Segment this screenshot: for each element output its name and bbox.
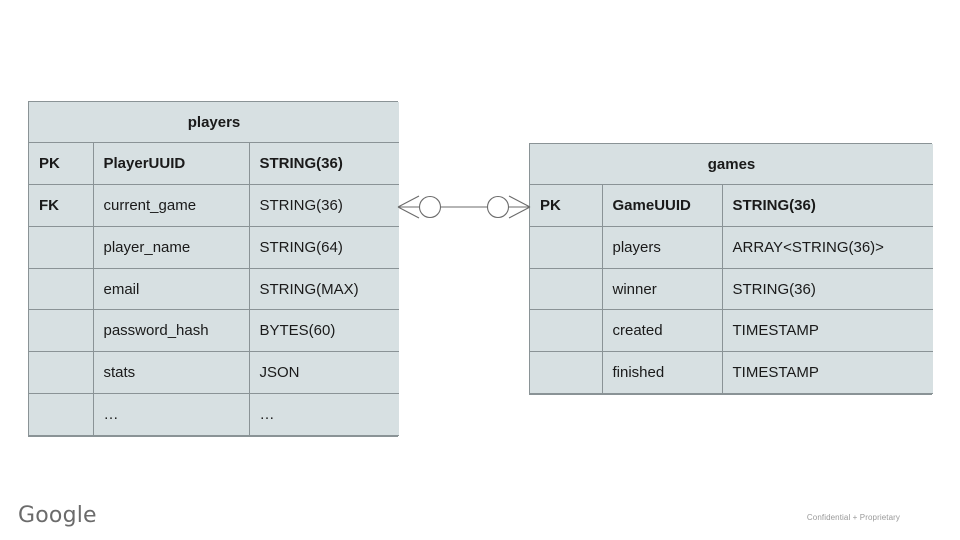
- row-key-3: [29, 267, 94, 311]
- row-type-6: …: [248, 393, 400, 436]
- row-field-1: current_game: [92, 183, 250, 227]
- cardinality-zero-circle-right: [486, 195, 510, 219]
- table-row[interactable]: email STRING(MAX): [29, 267, 400, 311]
- table-row[interactable]: players ARRAY<STRING(36)>: [530, 225, 934, 269]
- row-key-2: [530, 267, 603, 311]
- google-logo: Google: [18, 503, 97, 528]
- row-key-6: [29, 393, 94, 436]
- row-field-0: PlayerUUID: [92, 142, 250, 185]
- row-key-4: [29, 309, 94, 353]
- row-type-4: BYTES(60): [248, 309, 400, 353]
- table-row[interactable]: … …: [29, 393, 400, 436]
- row-key-3: [530, 309, 603, 353]
- row-key-4: [530, 351, 603, 394]
- row-type-2: STRING(64): [248, 225, 400, 269]
- row-key-1: [530, 225, 603, 269]
- table-row[interactable]: created TIMESTAMP: [530, 309, 934, 353]
- row-field-6: …: [92, 393, 250, 436]
- table-row[interactable]: FK current_game STRING(36): [29, 183, 400, 227]
- row-type-5: JSON: [248, 351, 400, 395]
- row-key-5: [29, 351, 94, 395]
- table-row[interactable]: password_hash BYTES(60): [29, 309, 400, 353]
- row-field-1: players: [601, 225, 723, 269]
- row-field-5: stats: [92, 351, 250, 395]
- table-row[interactable]: winner STRING(36): [530, 267, 934, 311]
- row-field-2: player_name: [92, 225, 250, 269]
- entity-table-games[interactable]: games PK GameUUID STRING(36) players ARR…: [529, 143, 934, 395]
- cardinality-zero-circle-left: [418, 195, 442, 219]
- relationship-connector-players-games[interactable]: [396, 186, 532, 228]
- crows-foot-right-icon: [508, 195, 531, 219]
- entity-title-row: players: [29, 102, 400, 144]
- players-table: players PK PlayerUUID STRING(36) FK curr…: [29, 102, 400, 436]
- row-key-0: PK: [29, 142, 94, 185]
- row-field-2: winner: [601, 267, 723, 311]
- row-key-2: [29, 225, 94, 269]
- row-type-0: STRING(36): [248, 142, 400, 185]
- row-field-3: email: [92, 267, 250, 311]
- row-field-0: GameUUID: [601, 184, 723, 227]
- table-row[interactable]: player_name STRING(64): [29, 225, 400, 269]
- table-row[interactable]: PK PlayerUUID STRING(36): [29, 142, 400, 185]
- table-row[interactable]: PK GameUUID STRING(36): [530, 184, 934, 227]
- crows-foot-left-icon: [397, 195, 420, 219]
- entity-title-players: players: [29, 102, 400, 144]
- row-type-0: STRING(36): [721, 184, 934, 227]
- table-row[interactable]: finished TIMESTAMP: [530, 351, 934, 394]
- row-field-3: created: [601, 309, 723, 353]
- row-type-3: TIMESTAMP: [721, 309, 934, 353]
- entity-table-players[interactable]: players PK PlayerUUID STRING(36) FK curr…: [28, 101, 400, 437]
- row-type-2: STRING(36): [721, 267, 934, 311]
- games-table: games PK GameUUID STRING(36) players ARR…: [530, 144, 934, 394]
- row-field-4: finished: [601, 351, 723, 394]
- row-type-1: STRING(36): [248, 183, 400, 227]
- row-key-0: PK: [530, 184, 603, 227]
- row-type-4: TIMESTAMP: [721, 351, 934, 394]
- row-type-3: STRING(MAX): [248, 267, 400, 311]
- entity-title-games: games: [530, 144, 934, 186]
- row-type-1: ARRAY<STRING(36)>: [721, 225, 934, 269]
- row-key-1: FK: [29, 183, 94, 227]
- table-row[interactable]: stats JSON: [29, 351, 400, 395]
- row-field-4: password_hash: [92, 309, 250, 353]
- entity-title-row: games: [530, 144, 934, 186]
- confidentiality-note: Confidential + Proprietary: [806, 513, 900, 522]
